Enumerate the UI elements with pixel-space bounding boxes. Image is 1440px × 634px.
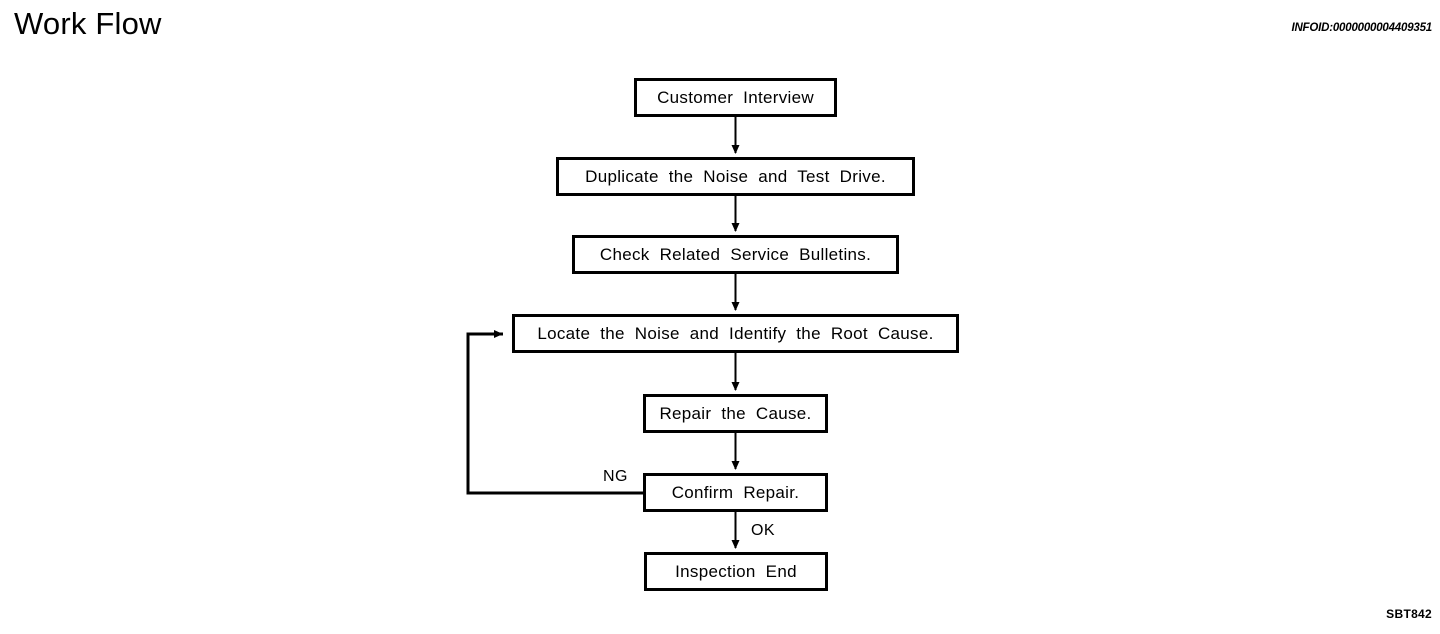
flow-node-label: Repair the Cause.	[659, 404, 812, 423]
connector-ng-feedback-loop	[466, 330, 643, 495]
flow-node-confirm-repair[interactable]: Confirm Repair.	[643, 473, 828, 512]
flow-node-locate-noise-identify-root-cause[interactable]: Locate the Noise and Identify the Root C…	[512, 314, 959, 353]
flow-node-inspection-end[interactable]: Inspection End	[644, 552, 828, 591]
flow-node-duplicate-noise-and-test-drive[interactable]: Duplicate the Noise and Test Drive.	[556, 157, 915, 196]
flow-node-label: Inspection End	[675, 562, 797, 581]
flow-node-check-related-service-bulletins[interactable]: Check Related Service Bulletins.	[572, 235, 899, 274]
page-title: Work Flow	[14, 6, 162, 41]
edge-label-ok: OK	[751, 522, 775, 539]
flow-node-label: Duplicate the Noise and Test Drive.	[585, 167, 886, 186]
edge-label-ng: NG	[603, 468, 628, 485]
flow-node-label: Confirm Repair.	[671, 483, 800, 502]
flow-node-repair-the-cause[interactable]: Repair the Cause.	[643, 394, 828, 433]
flow-node-label: Locate the Noise and Identify the Root C…	[537, 324, 934, 343]
flow-node-label: Customer Interview	[657, 88, 814, 107]
figure-reference-code: SBT842	[1386, 607, 1432, 621]
flow-node-customer-interview[interactable]: Customer Interview	[634, 78, 837, 117]
flow-node-label: Check Related Service Bulletins.	[599, 245, 872, 264]
infoid-code: INFOID:0000000004409351	[1291, 22, 1432, 34]
